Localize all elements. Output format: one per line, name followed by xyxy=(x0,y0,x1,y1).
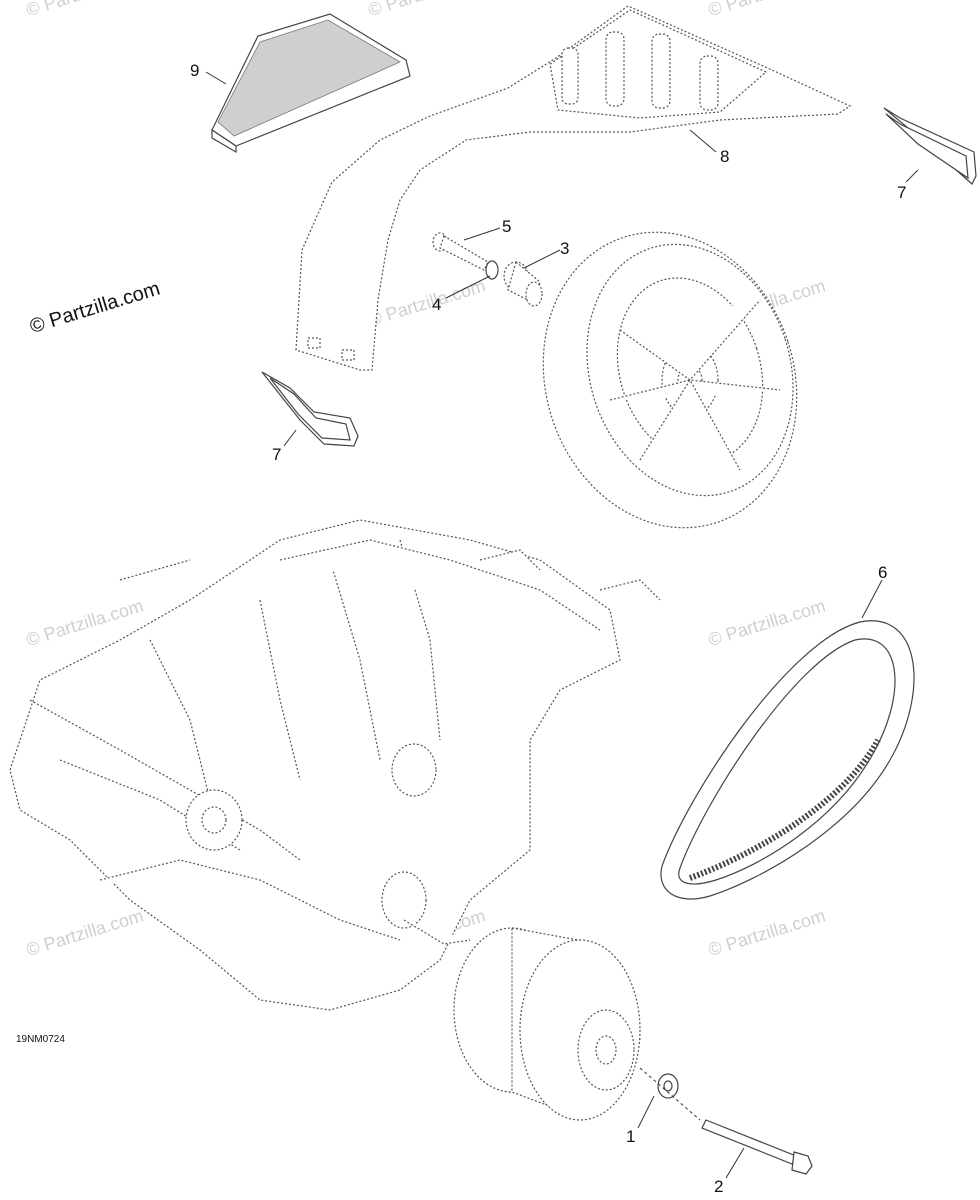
part-9-foam-pad xyxy=(211,13,411,154)
callout-5: 5 xyxy=(502,217,512,236)
drive-pulley xyxy=(453,927,641,1121)
part-4-washer xyxy=(485,260,499,280)
part-2-bolt xyxy=(639,1067,813,1175)
callout-8: 8 xyxy=(720,147,730,166)
leader-lines xyxy=(205,71,919,1179)
part-7-seal-right xyxy=(883,107,977,185)
part-8-belt-guard xyxy=(295,5,852,371)
callout-2: 2 xyxy=(714,1177,724,1196)
driven-pulley xyxy=(542,231,798,529)
callout-7-left: 7 xyxy=(272,445,282,464)
callout-3: 3 xyxy=(560,239,570,258)
part-7-seal-left xyxy=(261,371,359,447)
part-3-spacer xyxy=(503,260,543,307)
callout-1: 1 xyxy=(626,1127,636,1146)
engine-assembly xyxy=(9,519,661,1011)
callout-4: 4 xyxy=(432,295,442,314)
callout-9: 9 xyxy=(190,61,200,80)
callout-7-right: 7 xyxy=(897,183,907,202)
callout-6: 6 xyxy=(878,563,888,582)
part-1-washer xyxy=(657,1073,679,1099)
figure-code: 19NM0724 xyxy=(16,1034,65,1045)
part-5-bolt xyxy=(432,232,489,271)
part-6-drive-belt xyxy=(660,620,915,900)
